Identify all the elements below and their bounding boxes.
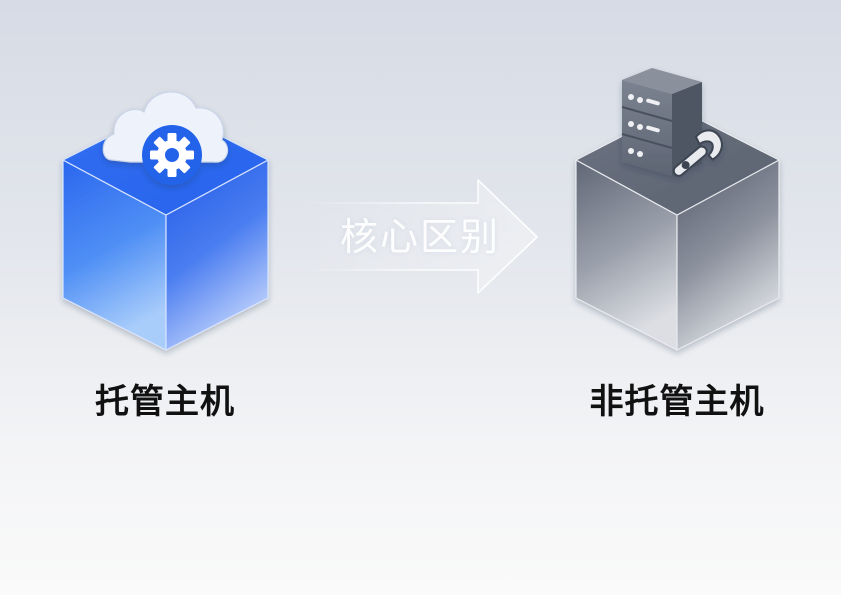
cloud-gear-icon <box>102 91 229 185</box>
arrow-connector <box>304 179 538 294</box>
arrow-label: 核心区别 <box>339 215 500 259</box>
unmanaged-host-label: 非托管主机 <box>589 382 765 422</box>
server-wrench-icon <box>621 68 723 177</box>
managed-host-label: 托管主机 <box>95 382 235 422</box>
